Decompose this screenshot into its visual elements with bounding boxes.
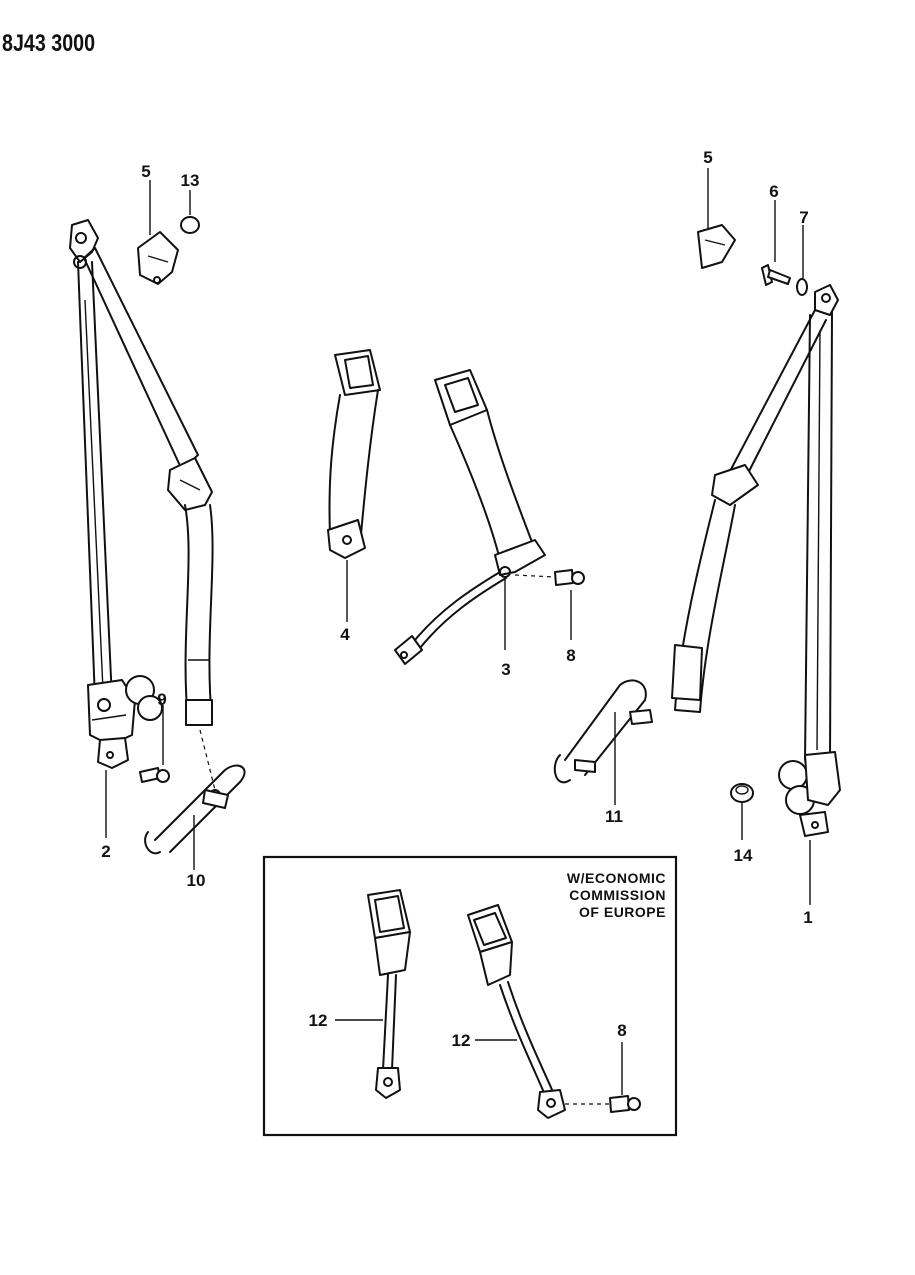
part-12-buckle-left (335, 889, 411, 1099)
part-8-bolt-inset (565, 1042, 641, 1113)
right-seat-belt-assembly (671, 284, 841, 905)
part-10-anchor-bar (144, 729, 246, 870)
callout-12-left: 12 (309, 1011, 328, 1030)
callout-5-left: 5 (141, 162, 150, 181)
part-9-bolt (139, 705, 170, 783)
callout-2: 2 (101, 842, 110, 861)
callout-7: 7 (799, 208, 808, 227)
callout-5-right: 5 (703, 148, 712, 167)
inset-note-line-1: W/ECONOMIC (567, 870, 666, 886)
part-5-trim-cover-right (697, 168, 736, 269)
callout-3: 3 (501, 660, 510, 679)
callout-6: 6 (769, 182, 778, 201)
inset-note-line-2: COMMISSION (569, 887, 666, 903)
callout-11: 11 (605, 807, 623, 826)
callout-10: 10 (187, 871, 206, 890)
callout-9: 9 (157, 690, 166, 709)
inset-note-line-3: OF EUROPE (579, 904, 666, 920)
diagram-code: 8J43 3000 (2, 30, 96, 57)
part-4-buckle (327, 349, 381, 622)
callout-8-inset: 8 (617, 1021, 626, 1040)
part-5-trim-cover-left (137, 180, 179, 285)
callout-12-right: 12 (452, 1031, 471, 1050)
part-3-buckle-with-switch (394, 369, 546, 665)
part-13-cap (180, 190, 200, 234)
callout-14: 14 (734, 846, 753, 865)
part-6-bolt (761, 200, 791, 286)
callout-4: 4 (340, 625, 350, 644)
part-7-washer (796, 225, 808, 296)
callout-13: 13 (181, 171, 200, 190)
callout-8-center: 8 (566, 646, 575, 665)
ece-inset-box (262, 855, 678, 1137)
left-seat-belt-assembly (69, 219, 214, 838)
part-12-buckle-right (467, 904, 566, 1119)
part-8-bolt-center (514, 569, 585, 640)
part-11-anchor-bar (553, 679, 653, 805)
callout-1: 1 (803, 908, 812, 927)
part-14-plug (730, 783, 754, 840)
